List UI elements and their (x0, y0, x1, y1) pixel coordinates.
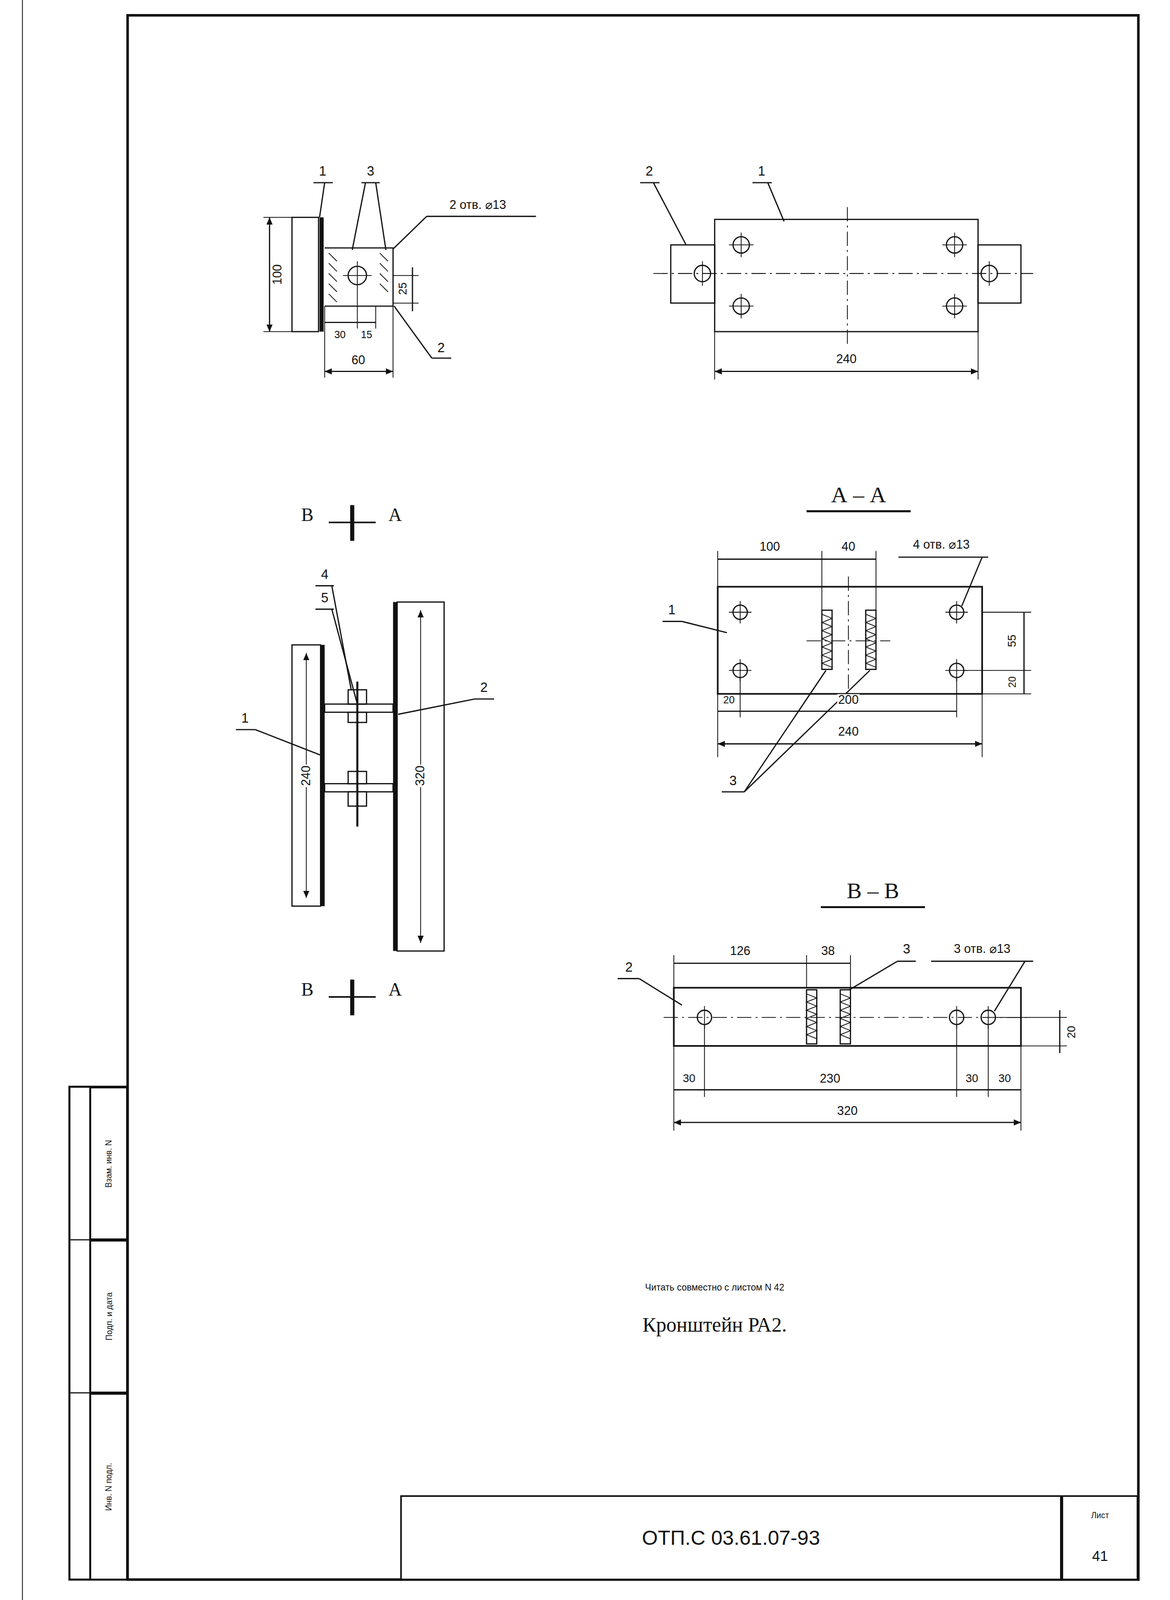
callout-number: 5 (319, 591, 330, 605)
hole-note: 2 отв. ⌀13 (448, 199, 508, 212)
dimension: 55 (1007, 633, 1019, 649)
section-title: А – А (830, 484, 888, 507)
note: Читать совместно с листом N 42 (644, 1283, 786, 1293)
callout-number: 1 (317, 164, 328, 178)
dimension: 15 (359, 329, 374, 341)
callout-number: 3 (902, 942, 912, 956)
dimension: 60 (350, 354, 367, 367)
stamp-cell: Взам. инв. N (89, 1087, 128, 1241)
hole-note: 4 отв. ⌀13 (912, 538, 971, 552)
cell-text: Инв. N подл. (104, 1462, 114, 1511)
dimension: 20 (722, 695, 736, 706)
cell-text: ОТП.С 03.61.07-93 (642, 1526, 821, 1550)
callout-number: 3 (728, 774, 738, 788)
section-letter: В (300, 506, 315, 525)
dimension: 40 (840, 540, 857, 554)
callout-number: 1 (756, 164, 767, 178)
dimension: 100 (758, 540, 781, 554)
drawing-title: Кронштейн РА2. (641, 1314, 788, 1336)
dimension: 320 (414, 764, 427, 787)
dimension: 25 (397, 281, 410, 297)
dimension: 30 (964, 1073, 980, 1086)
callout-number: 1 (240, 711, 250, 725)
dimension: 20 (1066, 1025, 1078, 1040)
stamp-cell: Инв. N подл. (89, 1393, 128, 1581)
section-letter: А (387, 506, 403, 525)
dimension: 230 (818, 1073, 842, 1086)
dimension: 240 (834, 353, 858, 366)
section-title: В – В (845, 880, 901, 903)
cell-text: Взам. инв. N (104, 1139, 114, 1188)
dimension: 20 (1007, 675, 1019, 689)
callout-number: 2 (478, 681, 489, 695)
callout-number: 2 (436, 341, 446, 355)
hole-note: 3 отв. ⌀13 (952, 943, 1012, 956)
sheet-number-cell: Лист 41 (1061, 1495, 1139, 1581)
callout-number: 2 (644, 164, 655, 178)
stamp-cell: Подп. и дата (89, 1240, 128, 1394)
section-letter: А (387, 981, 403, 1000)
callout-number: 4 (319, 568, 330, 582)
dimension: 30 (681, 1073, 697, 1086)
callout-number: 3 (365, 164, 376, 178)
title-block-cell: ОТП.С 03.61.07-93 (400, 1495, 1062, 1581)
dimension: 240 (836, 725, 860, 739)
dimension: 240 (300, 764, 313, 787)
dimension: 38 (820, 945, 836, 958)
dimension: 100 (271, 263, 285, 286)
cell-text: Подп. и дата (104, 1292, 114, 1341)
section-letter: В (300, 981, 315, 1000)
callout-number: 2 (624, 961, 634, 975)
dimension: 30 (997, 1073, 1013, 1086)
dimension: 200 (836, 694, 860, 707)
dimension: 320 (835, 1105, 859, 1119)
cell-text: Лист (1091, 1511, 1110, 1521)
dimension: 126 (729, 945, 752, 958)
callout-number: 1 (667, 604, 677, 618)
dimension: 30 (333, 329, 347, 341)
cell-value: 41 (1092, 1548, 1108, 1565)
